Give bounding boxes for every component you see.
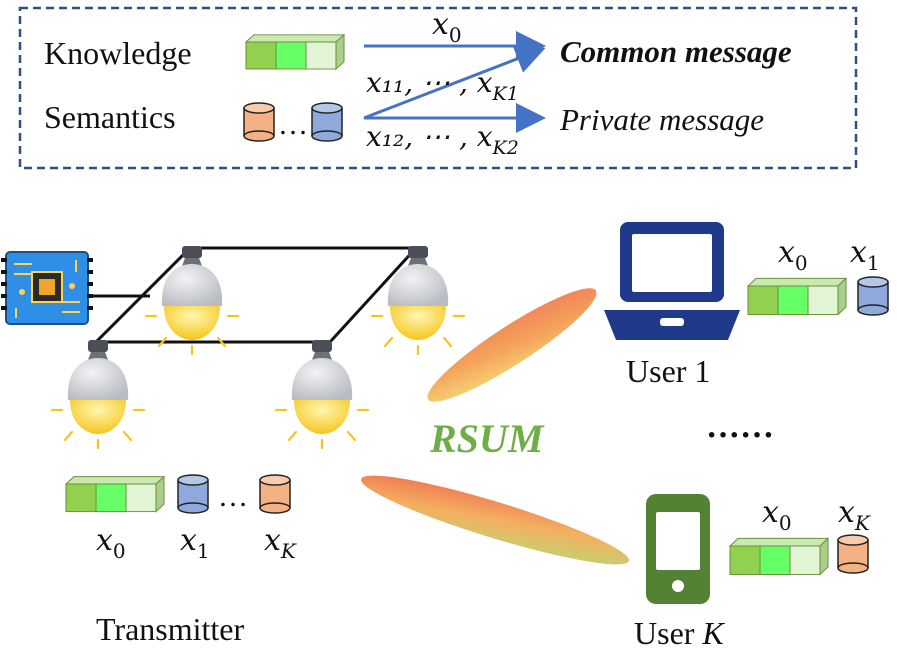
user-k-cylinder-orange-icon: [837, 534, 869, 574]
knowledge-label: Knowledge: [44, 35, 192, 71]
tx-cylinder-orange-icon: [259, 474, 291, 514]
semantics-cylinder-blue-icon: [311, 102, 343, 142]
semantics-label: Semantics: [44, 99, 176, 135]
led-frame: [92, 246, 420, 344]
tx-x1-label: x1: [180, 523, 210, 563]
user-1-cylinder-blue-icon: [857, 276, 889, 316]
arrow-mid-label: x₁₁, ⋯ , xK1: [366, 66, 519, 105]
laptop-icon: [604, 222, 740, 340]
user-k-xk-label: xK: [838, 495, 871, 535]
semantics-cylinder-orange-icon: [243, 102, 275, 142]
transmitter-label: Transmitter: [96, 611, 245, 647]
beam-to-user-k: [361, 475, 629, 565]
common-message-label: Common message: [560, 34, 792, 69]
led-bulb-icon-2: [370, 244, 466, 356]
arrow-top-label: x0: [432, 7, 462, 47]
tx-cylinder-blue-icon: [177, 474, 209, 514]
user-1-x1-label: x1: [850, 235, 880, 275]
user-k-label: User K: [634, 615, 725, 651]
arrow-bot-label: x₁₂, ⋯ , xK2: [366, 120, 519, 159]
tx-blocks-icon: [65, 476, 165, 513]
transmitter: … x0 x1 xK Transmitter: [1, 244, 466, 647]
legend-border: [18, 6, 858, 170]
semantics-ellipsis: …: [278, 108, 308, 141]
user-1-blocks-icon: [747, 277, 847, 315]
tx-ellipsis: …: [218, 480, 248, 513]
user-1: User 1 x0 x1: [604, 222, 889, 389]
arrow-semantics-to-common: [363, 44, 546, 120]
chip-board-icon: [1, 251, 93, 325]
tx-x0-label: x0: [96, 523, 126, 563]
tx-xk-label: xK: [264, 523, 297, 563]
rsum-label: RSUM: [429, 416, 545, 461]
led-bulb-icon-3: [50, 338, 146, 450]
phone-icon: [646, 494, 710, 604]
users-ellipsis: ······: [706, 417, 774, 454]
user-k-blocks-icon: [729, 537, 829, 575]
led-bulb-icon-4: [274, 338, 370, 450]
led-bulb-icon-1: [144, 244, 240, 356]
user-1-label: User 1: [626, 353, 710, 389]
legend-box: Knowledge Semantics … x0 x₁₁, ⋯ , xK1 x₁…: [18, 6, 858, 170]
user-k: User K x0 xK: [634, 494, 871, 651]
user-1-x0-label: x0: [778, 235, 808, 275]
beam-to-user-1: [427, 288, 597, 402]
private-message-label: Private message: [559, 102, 764, 137]
user-k-x0-label: x0: [762, 495, 792, 535]
knowledge-blocks-icon: [245, 34, 345, 70]
legend-arrows: [363, 31, 546, 133]
